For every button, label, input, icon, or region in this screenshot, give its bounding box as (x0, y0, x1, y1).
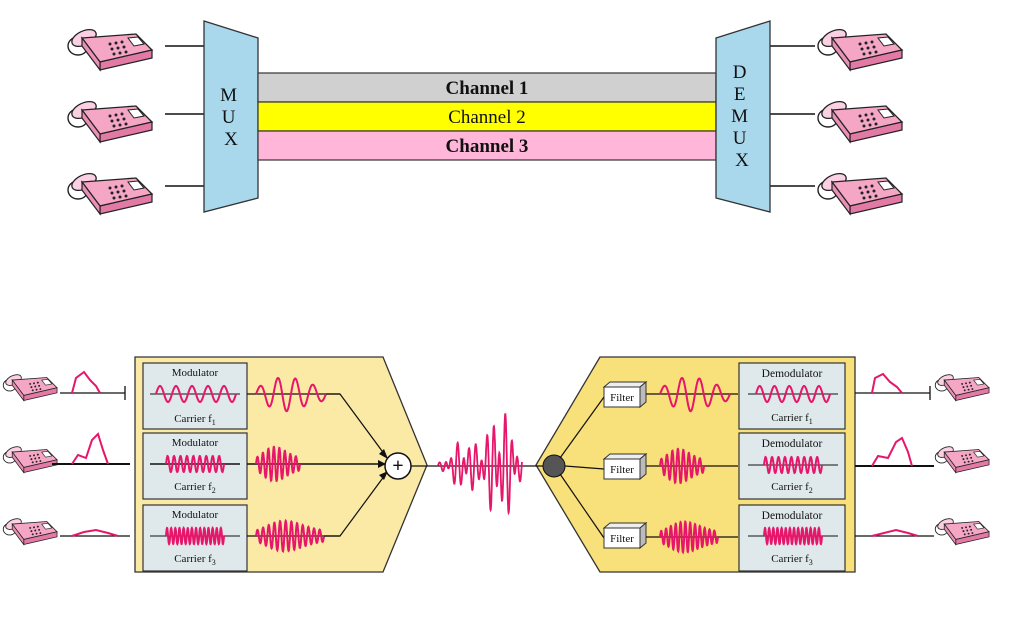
demodulator-3: Demodulator Carrier f3 (738, 504, 846, 572)
filtered-signal-1 (659, 377, 731, 413)
top-diagram: M U X Channel 1 Channel 2 Channel 3 D E … (67, 20, 903, 215)
plus-circle-icon: + (384, 452, 412, 480)
svg-text:Modulator: Modulator (172, 509, 219, 521)
channel-3-label: Channel 3 (446, 136, 529, 157)
telephone-icon (934, 444, 990, 474)
right-baseband-signals (871, 372, 919, 537)
telephone-icon (934, 372, 990, 402)
svg-text:Carrier f1: Carrier f1 (174, 413, 216, 427)
right-output-lines (855, 386, 934, 537)
filter-2: Filter (602, 452, 648, 481)
left-input-lines (52, 386, 130, 537)
modulator-3: Modulator Carrier f3 (142, 504, 248, 572)
demux-label: D E M U X (731, 62, 753, 171)
filtered-signal-2 (659, 447, 705, 485)
filter-3: Filter (602, 521, 648, 550)
filter-1: Filter (602, 380, 648, 409)
svg-text:Modulator: Modulator (172, 437, 219, 449)
telephone-icon (67, 97, 153, 143)
bottom-diagram: Modulator Carrier f1 Modulator Carrier f… (2, 356, 990, 573)
mux-label: M U X (220, 85, 242, 150)
svg-text:Filter: Filter (610, 464, 634, 476)
splitter-node (542, 454, 566, 478)
telephone-icon (2, 372, 58, 402)
svg-text:Filter: Filter (610, 392, 634, 404)
modulator-1: Modulator Carrier f1 (142, 362, 248, 430)
telephone-icon (817, 97, 903, 143)
svg-text:Carrier f1: Carrier f1 (771, 412, 813, 426)
telephone-icon (817, 25, 903, 71)
channel-1-label: Channel 1 (446, 78, 529, 99)
svg-text:Carrier f3: Carrier f3 (771, 553, 813, 567)
modulated-signal-3 (255, 518, 325, 554)
demodulator-1: Demodulator Carrier f1 (738, 362, 846, 430)
telephone-icon (67, 169, 153, 215)
svg-text:Carrier f2: Carrier f2 (771, 481, 813, 495)
channel-3-band (257, 130, 717, 161)
telephone-icon (817, 169, 903, 215)
demux-block (715, 20, 771, 213)
svg-text:Filter: Filter (610, 533, 634, 545)
telephone-icon (2, 516, 58, 546)
svg-text:Demodulator: Demodulator (762, 438, 823, 450)
telephone-icon (67, 25, 153, 71)
filtered-signal-3 (659, 519, 719, 555)
svg-text:Modulator: Modulator (172, 367, 219, 379)
svg-text:Carrier f3: Carrier f3 (174, 553, 216, 567)
left-baseband-signals (71, 370, 119, 537)
adder-arrows (324, 393, 386, 537)
telephone-icon (934, 516, 990, 546)
telephone-icon (2, 444, 58, 474)
composite-signal (437, 413, 523, 516)
demodulator-2: Demodulator Carrier f2 (738, 432, 846, 500)
mux-block (203, 20, 259, 213)
splitter-lines (559, 396, 605, 539)
channel-1-band (257, 72, 717, 103)
modulator-2: Modulator Carrier f2 (142, 432, 248, 500)
input-lines (165, 45, 815, 187)
svg-text:Carrier f2: Carrier f2 (174, 481, 216, 495)
svg-text:+: + (392, 455, 403, 477)
channel-2-label: Channel 2 (448, 107, 526, 128)
svg-text:Demodulator: Demodulator (762, 368, 823, 380)
svg-text:Demodulator: Demodulator (762, 510, 823, 522)
modulated-signal-1 (255, 377, 327, 413)
modulated-signal-2 (255, 445, 301, 483)
